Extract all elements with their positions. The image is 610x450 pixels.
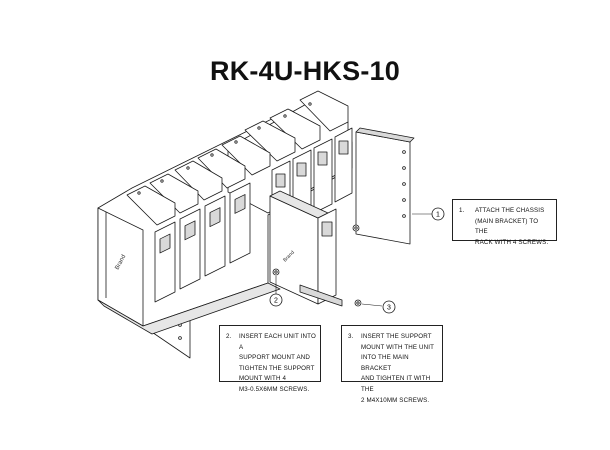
screws bbox=[272, 224, 362, 307]
step-3-note: 3. INSERT THE SUPPORT MOUNT WITH THE UNI… bbox=[341, 325, 443, 404]
callout-leaders bbox=[275, 213, 432, 307]
step-2-note: 2. INSERT EACH UNIT INTO A SUPPORT MOUNT… bbox=[219, 325, 321, 393]
step-3-item-label: 3. bbox=[348, 333, 354, 340]
callout-3 bbox=[382, 300, 396, 314]
step-2-text: INSERT EACH UNIT INTO A SUPPORT MOUNT AN… bbox=[239, 333, 316, 393]
diagram-title: RK-4U-HKS-10 bbox=[210, 56, 400, 86]
step-1-item-label: 1. bbox=[459, 207, 465, 214]
callout-2-number: 2 bbox=[274, 298, 278, 305]
step-1-text: ATTACH THE CHASSIS (MAIN BRACKET) TO THE… bbox=[475, 207, 549, 246]
callout-3-number: 3 bbox=[387, 305, 391, 312]
callout-1-number: 1 bbox=[436, 212, 440, 219]
front-units-left bbox=[154, 182, 251, 303]
right-rack-flange bbox=[355, 127, 415, 245]
front-units-right bbox=[271, 127, 353, 236]
step-1-note: 1. ATTACH THE CHASSIS (MAIN BRACKET) TO … bbox=[452, 199, 557, 246]
callout-1 bbox=[431, 207, 445, 221]
support-mount-with-unit: Brand bbox=[269, 190, 343, 307]
callout-circles bbox=[269, 207, 445, 314]
callout-2 bbox=[269, 293, 283, 307]
step-3-text: INSERT THE SUPPORT MOUNT WITH THE UNIT I… bbox=[361, 333, 435, 404]
step-2-item-label: 2. bbox=[226, 333, 232, 340]
